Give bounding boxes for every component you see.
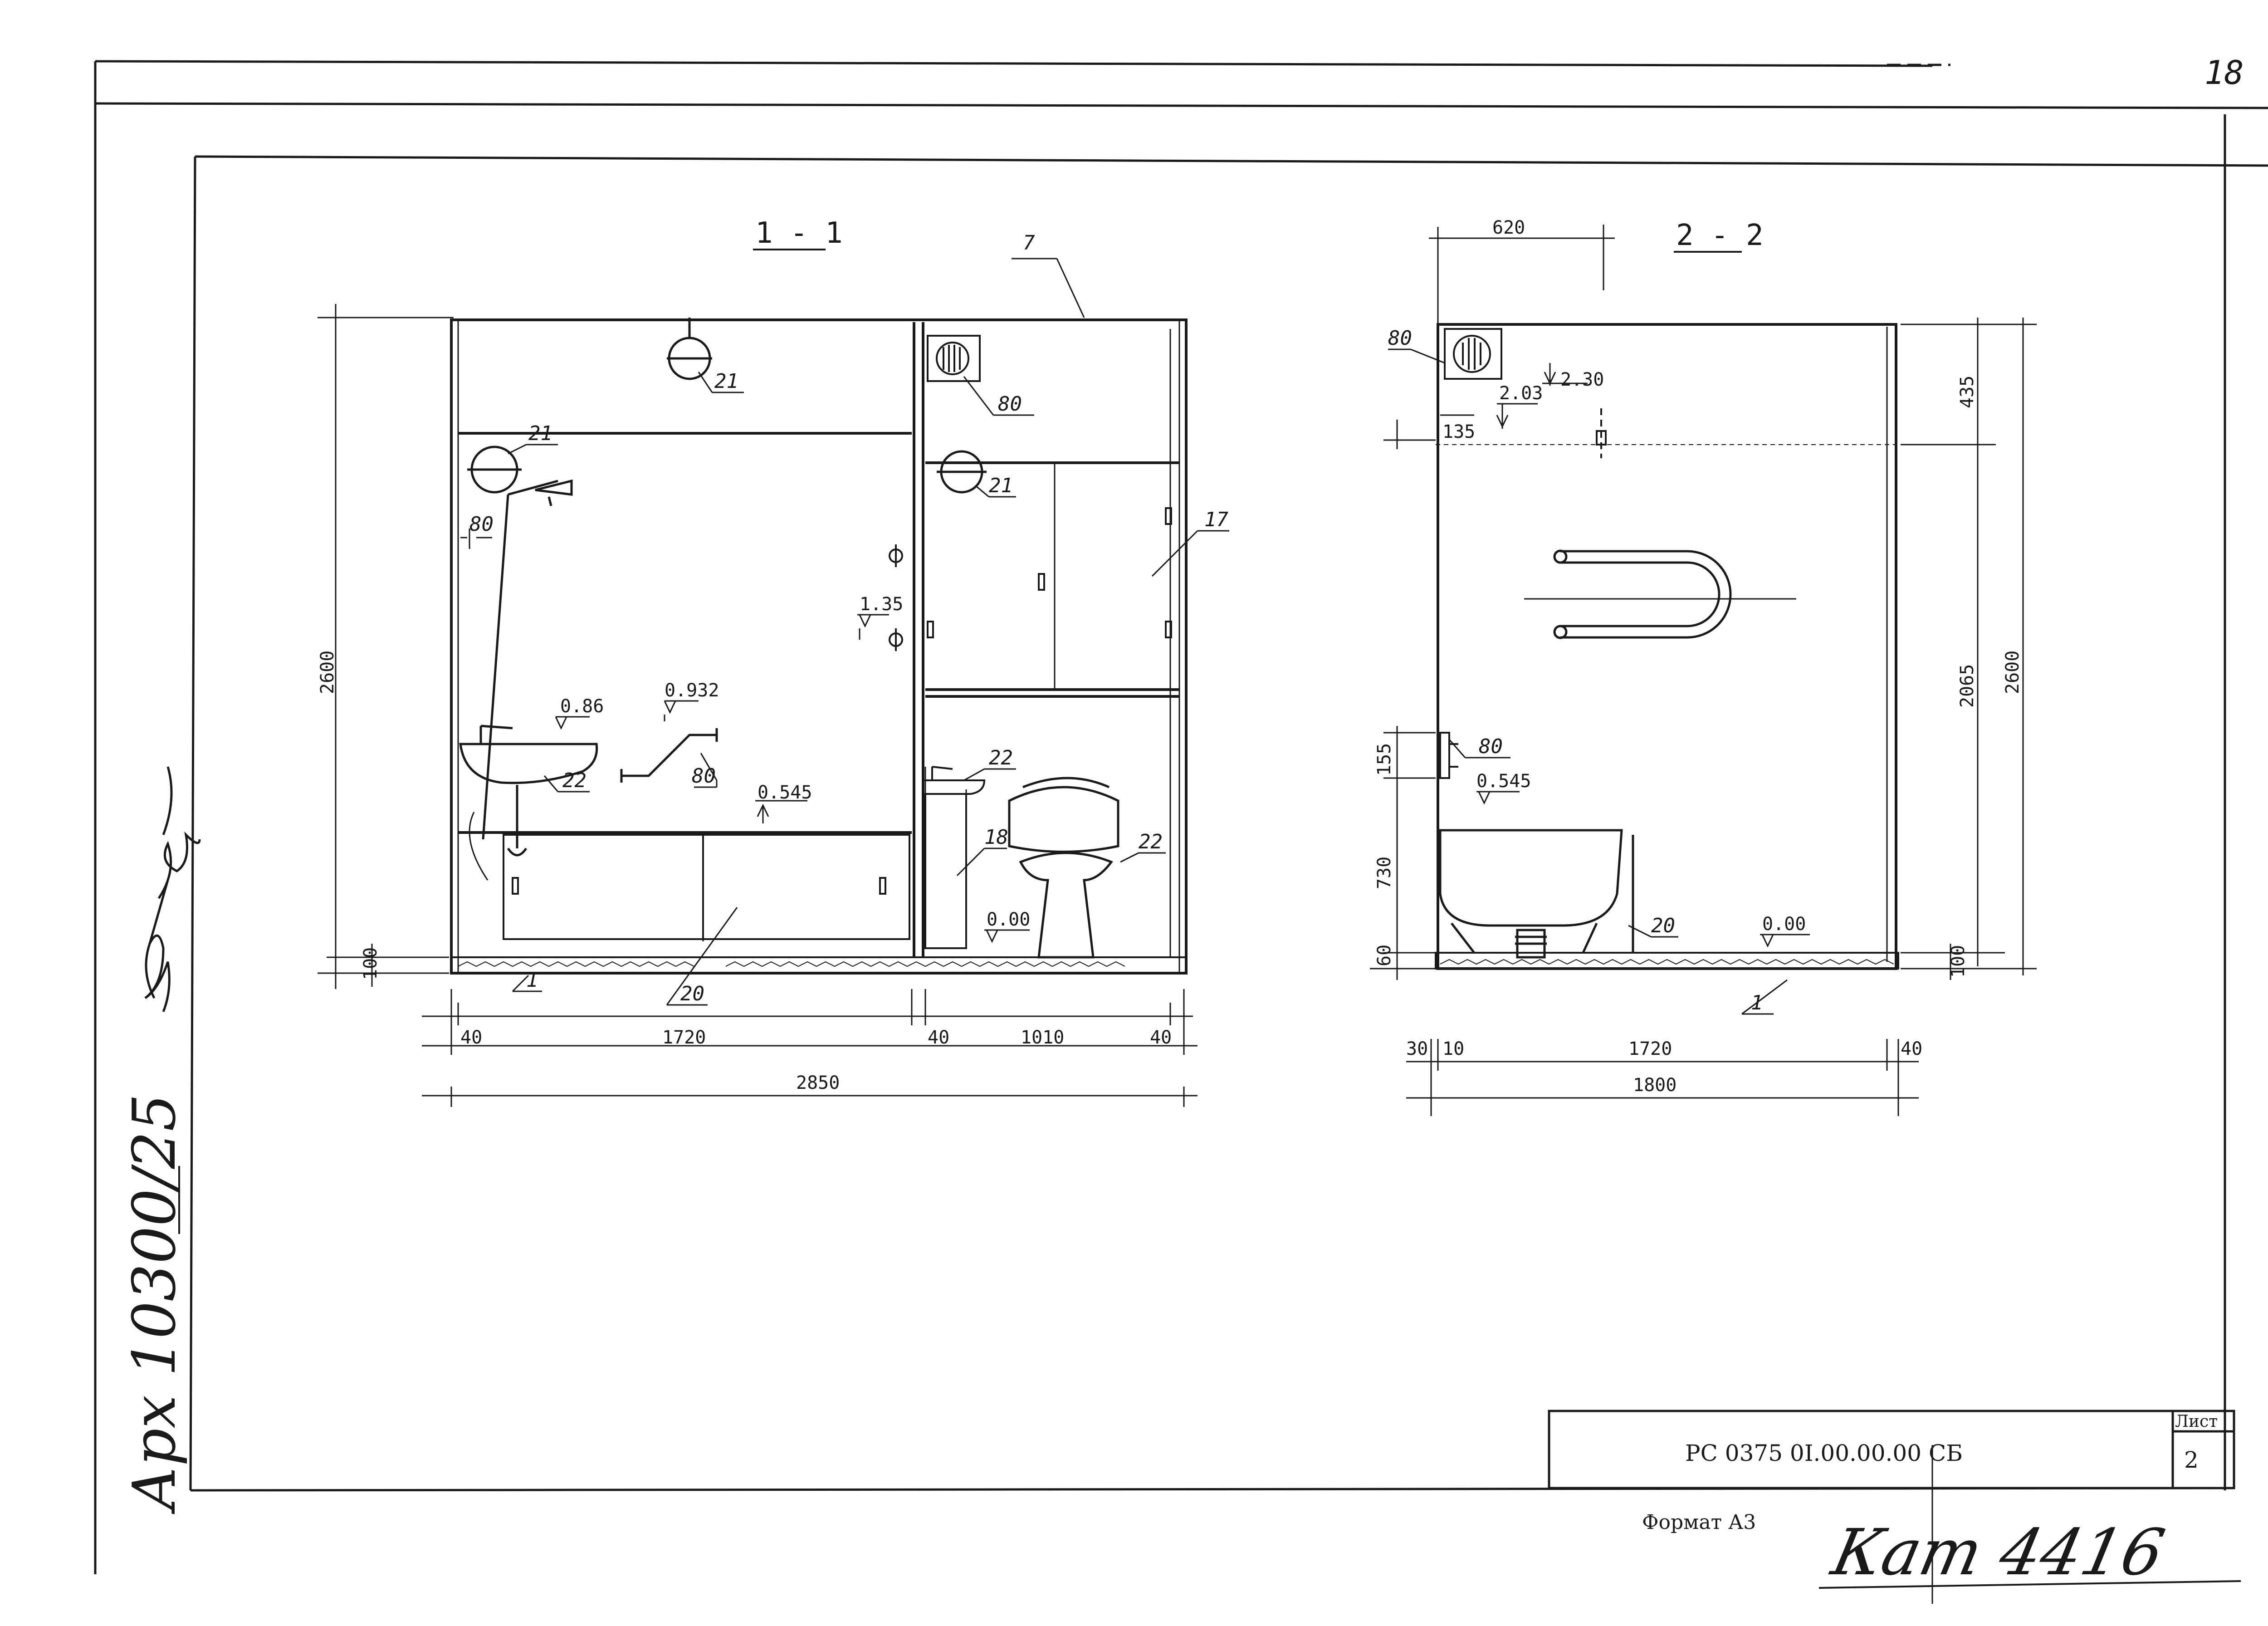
section-2-2-walls: [1435, 323, 1899, 970]
height-dim-label: 2600: [2002, 651, 2023, 694]
washbasin-icon: [459, 725, 598, 881]
height-dim-label: 2600: [317, 651, 338, 694]
level-label: 0.86: [560, 696, 604, 717]
callout-label: 18: [984, 826, 1008, 849]
bathtub-icon: [503, 834, 910, 940]
cabinet-doors-icon: [927, 507, 1172, 638]
level-label: 0.545: [1476, 771, 1531, 792]
sheet-number: 2: [2184, 1447, 2199, 1473]
callout-label: 1: [1751, 991, 1763, 1014]
section-1-1-title: 1 - 1: [755, 216, 843, 250]
callout-label: 22: [562, 769, 587, 792]
width-dim-label: 1720: [1628, 1038, 1672, 1059]
callout-label: 22: [1139, 830, 1163, 853]
width-dim-label: 40: [460, 1027, 482, 1048]
callout-label: 21: [989, 474, 1013, 497]
section-1-1-dim-labels: 2600 100 40 40 1720 40 1010 40 2850: [317, 651, 1172, 1093]
floor-dim-label: 100: [1948, 945, 1969, 978]
wc-lamp-icon: [937, 450, 987, 494]
level-label: 2.03: [1499, 383, 1543, 404]
section-2-2-levels: [1440, 363, 1810, 948]
callout-label: 7: [1023, 231, 1035, 255]
width-dim-label: 40: [1901, 1038, 1922, 1059]
sheet-label: Лист: [2175, 1412, 2218, 1431]
width-dim-label: 40: [928, 1027, 949, 1048]
section-1-1-leaders: [460, 258, 1229, 1006]
level-label: 2.30: [1560, 369, 1604, 390]
width-dim-label: 1010: [1021, 1027, 1064, 1048]
small-dim-label: 155: [1374, 743, 1395, 776]
switch-icon: [889, 544, 903, 651]
small-dim-label: 60: [1374, 945, 1395, 966]
drawing-designation: РС 0375 0I.00.00.00 СБ: [1685, 1440, 1963, 1466]
level-label: 0.545: [758, 782, 812, 803]
callout-label: 21: [528, 422, 552, 445]
height-dim-label: 435: [1957, 376, 1978, 408]
width-dim-label: 10: [1442, 1038, 1464, 1059]
section-1-1-dimensions: [318, 304, 1198, 1055]
small-dim-label: 135: [1442, 421, 1475, 442]
callout-label: 1: [526, 969, 538, 992]
vent-grille-icon: [1444, 328, 1502, 380]
total-width-label: 1800: [1633, 1075, 1677, 1096]
callout-label: 22: [989, 746, 1013, 769]
section-1-1-walls: [450, 318, 1188, 975]
callout-label: 80: [1388, 327, 1412, 350]
catalog-number-handwritten: Кат 4416: [1824, 1516, 2170, 1589]
total-width-label: 2850: [796, 1073, 840, 1093]
section-2-2-dim-labels: 620 135 155 730 60 435 2065 2600 100 30 …: [1374, 217, 2023, 1096]
section-2-2-callouts: 80 80 20 1: [1388, 327, 1763, 1014]
vent-grille-icon: [927, 335, 981, 382]
signature-handwritten: [144, 766, 201, 1012]
bathtub-side-icon: [1439, 829, 1634, 959]
section-1-1-callouts: 7 21 80 21 21 80 17 22 80 22 18 22 1 20: [469, 231, 1228, 1005]
callout-label: 80: [1479, 735, 1503, 758]
level-labels: 1.35 0.86 0.932 0.545 0.00: [560, 594, 1030, 930]
section-1-1-floor: [450, 956, 1187, 974]
archive-number-handwritten: Арх 10300/25: [120, 1094, 189, 1514]
toilet-icon: [1008, 777, 1119, 959]
section-1-1: 1 - 1: [317, 216, 1229, 1107]
top-dim-label: 620: [1492, 217, 1525, 238]
callout-label: 21: [714, 370, 738, 393]
small-dim-label: 730: [1374, 857, 1395, 889]
ceiling-lamp-icon: [667, 318, 712, 380]
level-label: 0.932: [665, 680, 719, 701]
floor-dim-label: 100: [360, 947, 381, 980]
section-2-2-leaders: [1388, 348, 1788, 1015]
callout-label: 80: [692, 764, 716, 788]
callout-label: 17: [1204, 508, 1228, 531]
section-2-2-title: 2 - 2: [1676, 219, 1764, 252]
section-2-2: 2 - 2: [1370, 217, 2037, 1116]
width-dim-label: 40: [1150, 1027, 1172, 1048]
title-block: [1548, 1410, 2235, 1489]
callout-label: 80: [998, 392, 1022, 416]
page-number: 18: [2204, 54, 2244, 92]
shower-icon: [482, 479, 573, 840]
sheet-frame: [94, 60, 2268, 1604]
level-label: 0.00: [987, 909, 1030, 930]
section-2-2-level-labels: 2.30 2.03 0.545 0.00: [1476, 369, 1806, 935]
height-dim-label: 2065: [1957, 664, 1978, 708]
format-label: Формат А3: [1642, 1511, 1756, 1534]
level-marks: [555, 614, 1030, 943]
small-washbasin-icon: [922, 766, 986, 949]
level-label: 0.00: [1762, 914, 1806, 935]
width-dim-label: 1720: [662, 1027, 706, 1048]
level-label: 1.35: [860, 594, 903, 615]
heated-towel-rail-icon: [1524, 549, 1796, 639]
width-dim-label: 30: [1406, 1038, 1428, 1059]
section-2-2-dimensions: [1370, 225, 2037, 1116]
wall-lamp-icon: [467, 446, 522, 494]
callout-label: 80: [469, 513, 494, 536]
towel-rail-icon: [620, 728, 718, 783]
callout-label: 20: [1651, 914, 1675, 937]
callout-label: 20: [680, 982, 704, 1005]
socket-icon: [1596, 408, 1607, 458]
